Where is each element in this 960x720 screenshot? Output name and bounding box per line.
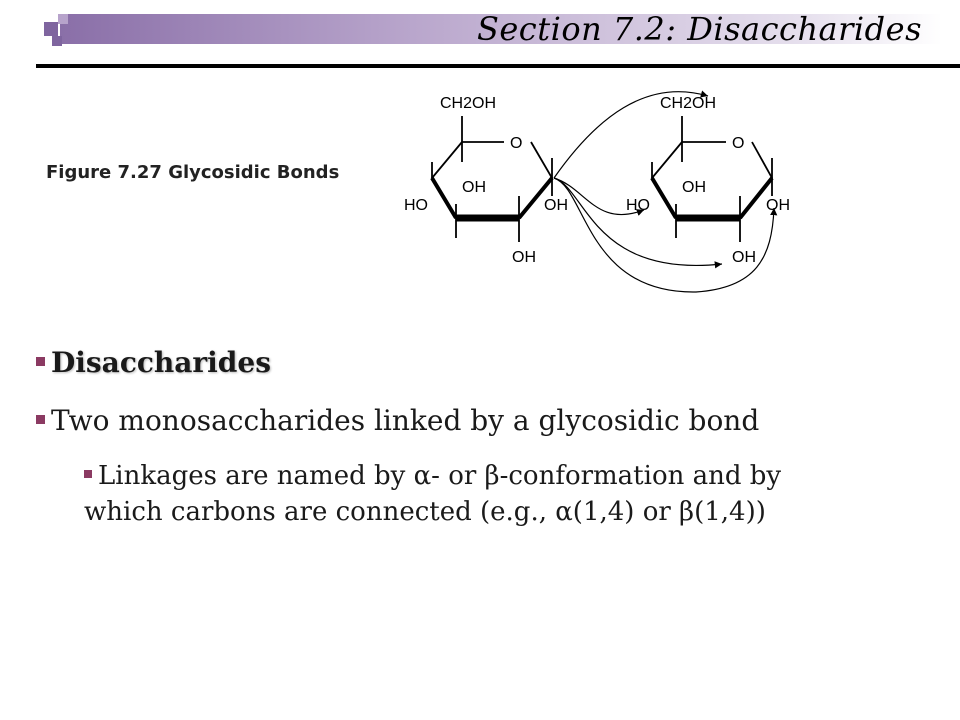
bond-arrow	[553, 177, 645, 216]
bullet-definition: Two monosaccharides linked by a glycosid…	[36, 404, 759, 437]
header-gradient-bar	[60, 14, 942, 44]
slide-title: Section 7.2: Disaccharides	[476, 10, 922, 48]
sub-bullet-linkages: Linkages are named by α- or β-conformati…	[84, 458, 944, 530]
label-left-oh-bottom: OH	[512, 249, 536, 266]
bullet-text: Two monosaccharides linked by a glycosid…	[51, 404, 760, 437]
label-left-ch2oh: CH2OH	[440, 95, 496, 112]
label-left-ho: HO	[404, 197, 428, 214]
sub-bullet-line-1: Linkages are named by α- or β-conformati…	[98, 461, 782, 491]
bullet-marker	[84, 470, 92, 478]
bullet-disaccharides: Disaccharides	[36, 346, 271, 379]
glycosidic-bond-diagram: CH2OH O OH HO OH OH CH2OH O OH HO OH OH	[404, 90, 790, 293]
bond-arrow	[553, 177, 778, 293]
label-left-oh-right: OH	[544, 197, 568, 214]
label-right-ho: HO	[626, 197, 650, 214]
label-right-oh-bottom: OH	[732, 249, 756, 266]
figure-caption: Figure 7.27 Glycosidic Bonds	[46, 162, 340, 183]
label-left-o: O	[510, 135, 522, 152]
bullet-marker	[36, 357, 45, 366]
title-rule	[36, 64, 960, 68]
bond-arrow	[553, 177, 723, 269]
bond-arrow	[553, 90, 709, 179]
decorative-square	[52, 36, 62, 46]
bullet-text: Disaccharides	[51, 346, 271, 379]
label-right-oh-inner: OH	[682, 179, 706, 196]
label-right-oh-right: OH	[766, 197, 790, 214]
bullet-marker	[36, 415, 45, 424]
sub-bullet-line-2: which carbons are connected (e.g., α(1,4…	[84, 497, 766, 527]
decorative-square	[58, 14, 68, 24]
decorative-square	[44, 22, 58, 36]
label-left-oh-inner: OH	[462, 179, 486, 196]
label-right-o: O	[732, 135, 744, 152]
label-right-ch2oh: CH2OH	[660, 95, 716, 112]
